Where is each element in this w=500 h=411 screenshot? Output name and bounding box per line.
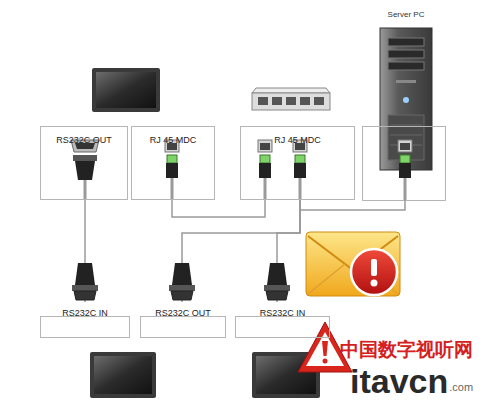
port-label: RJ 45 MDC bbox=[148, 135, 199, 146]
port-label: RJ 45 MDC bbox=[272, 135, 323, 146]
plate-frame bbox=[140, 316, 226, 338]
port-plate: RS232C OUT bbox=[140, 302, 226, 340]
wall-plate: RJ 45 MDC bbox=[240, 126, 355, 200]
monitor bbox=[92, 68, 160, 112]
cable-line bbox=[172, 200, 265, 217]
port-label: RS232C IN bbox=[60, 308, 110, 319]
monitor bbox=[90, 352, 156, 398]
port-label: RS232C IN bbox=[258, 308, 308, 319]
rj45-port bbox=[258, 140, 272, 200]
port-plate: RS232C IN bbox=[40, 302, 130, 340]
db9-plug bbox=[72, 263, 98, 300]
wall-plate: RJ 45 MDC bbox=[131, 126, 215, 200]
cable-line bbox=[182, 200, 300, 302]
db9-port bbox=[71, 140, 99, 200]
rj45-port bbox=[293, 140, 307, 200]
db9-plug bbox=[169, 263, 195, 300]
rj45-port bbox=[398, 140, 412, 200]
cable-line bbox=[300, 200, 405, 210]
port-label: RS232C OUT bbox=[153, 308, 213, 319]
plate-frame bbox=[235, 316, 330, 338]
port-label: RS232C OUT bbox=[54, 135, 114, 146]
network-switch bbox=[252, 88, 330, 110]
wall-plate bbox=[363, 127, 446, 201]
watermark: itavcn bbox=[350, 364, 448, 398]
device-label: Server PC bbox=[388, 11, 425, 19]
rj45-port bbox=[165, 140, 179, 200]
watermark: 中国数字视听网 bbox=[340, 340, 473, 359]
db9-plug bbox=[264, 263, 290, 300]
watermark: .com bbox=[449, 382, 473, 393]
plate-frame bbox=[40, 316, 130, 338]
port-plate: RS232C IN bbox=[235, 302, 330, 340]
wall-plate: RS232C OUT bbox=[40, 126, 128, 200]
mail-alert-icon bbox=[306, 232, 400, 296]
cable-line bbox=[299, 200, 301, 233]
